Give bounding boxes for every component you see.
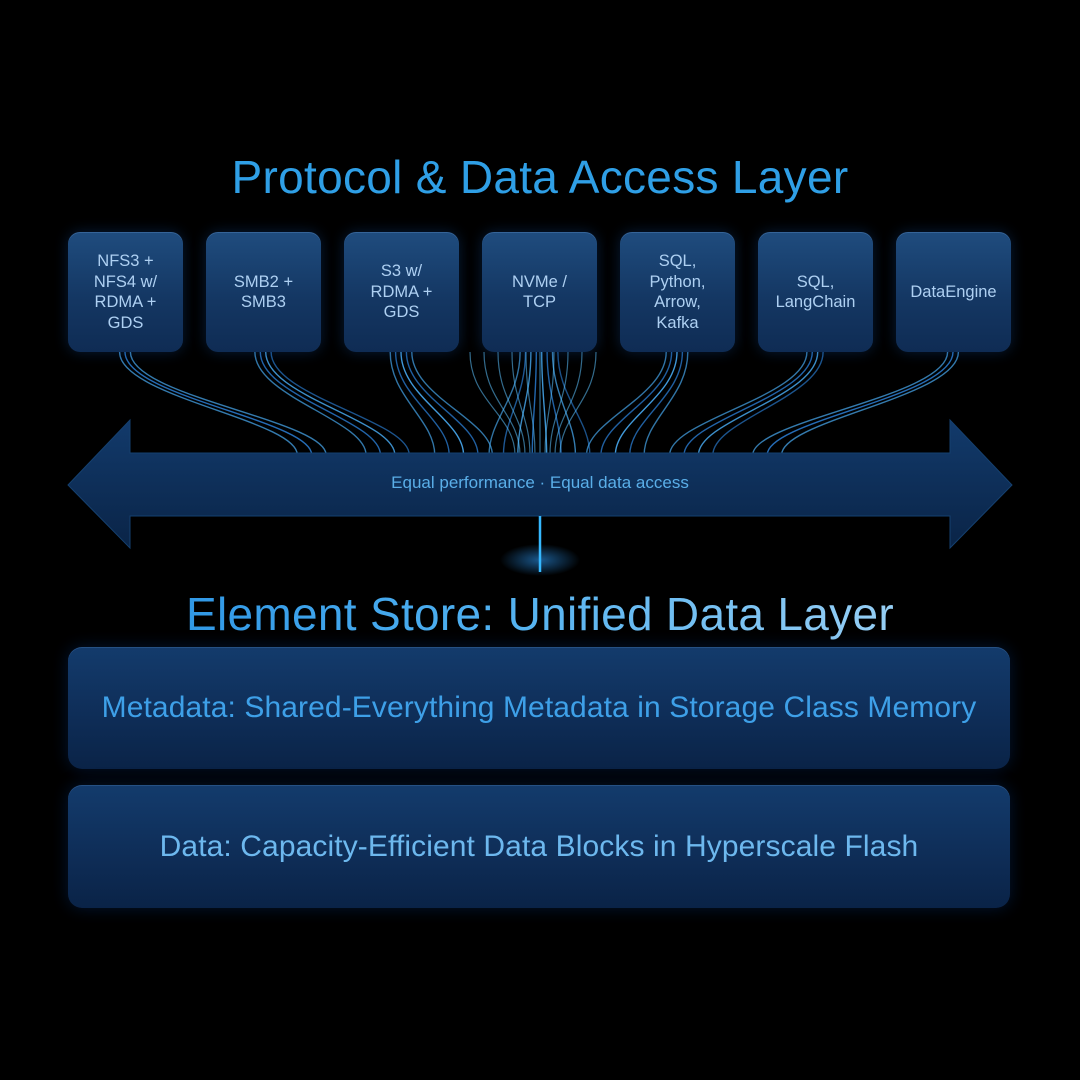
metadata-layer: Metadata: Shared-Everything Metadata in … <box>68 647 1010 769</box>
connection-line <box>469 351 516 456</box>
data-layer: Data: Capacity-Efficient Data Blocks in … <box>68 785 1010 908</box>
connection-line <box>124 351 313 456</box>
protocol-box-sql-python: SQL, Python, Arrow, Kafka <box>620 232 735 352</box>
connection-line <box>643 351 689 456</box>
connection-line <box>551 351 577 456</box>
connection-line <box>557 351 591 456</box>
unified-layer-title: Element Store: Unified Data Layer <box>0 587 1080 641</box>
connection-line <box>629 351 684 456</box>
protocol-box-smb: SMB2 + SMB3 <box>206 232 321 352</box>
protocol-box-dataengine: DataEngine <box>896 232 1011 352</box>
connection-line <box>254 351 367 456</box>
connection-line <box>265 351 396 456</box>
data-layer-label: Data: Capacity-Efficient Data Blocks in … <box>159 829 919 863</box>
connection-line <box>549 351 569 456</box>
connection-line <box>129 351 327 456</box>
protocol-label: SQL, Python, Arrow, Kafka <box>649 252 706 332</box>
connection-line <box>544 351 555 456</box>
connection-line <box>259 351 382 456</box>
connection-line <box>585 351 667 456</box>
protocol-layer-title: Protocol & Data Access Layer <box>231 151 849 203</box>
arrow-label: Equal performance · Equal data access <box>391 473 689 492</box>
connection-line <box>541 351 548 456</box>
connection-line <box>697 351 819 456</box>
protocol-label: SQL, LangChain <box>775 272 856 312</box>
connection-line <box>554 351 583 456</box>
connection-line <box>511 351 531 456</box>
connection-line <box>600 351 673 456</box>
protocol-label: SMB2 + SMB3 <box>233 272 294 312</box>
connector-glow <box>500 544 580 576</box>
metadata-layer-label: Metadata: Shared-Everything Metadata in … <box>101 691 977 724</box>
protocol-label: DataEngine <box>910 282 997 301</box>
connection-line <box>400 351 465 456</box>
connection-line <box>525 351 536 456</box>
connection-line <box>531 351 537 456</box>
protocol-label: NVMe / TCP <box>511 272 567 312</box>
connection-line <box>559 351 597 456</box>
connection-line <box>483 351 521 456</box>
connection-line <box>497 351 526 456</box>
connection-line <box>394 351 450 456</box>
connection-line <box>766 351 954 456</box>
connection-line <box>389 351 436 456</box>
connection-line <box>614 351 678 456</box>
protocol-box-nfs: NFS3 + NFS4 w/ RDMA + GDS <box>68 232 183 352</box>
connection-line <box>270 351 410 456</box>
connection-line <box>405 351 479 456</box>
connection-line <box>546 351 562 456</box>
protocol-boxes: NFS3 + NFS4 w/ RDMA + GDS SMB2 + SMB3 S3… <box>68 232 1011 352</box>
protocol-label: NFS3 + NFS4 w/ RDMA + GDS <box>93 252 158 332</box>
protocol-label: S3 w/ RDMA + GDS <box>370 262 433 322</box>
connection-line <box>712 351 824 456</box>
connection-line <box>683 351 813 456</box>
connection-line <box>517 351 532 456</box>
connection-line <box>118 351 299 456</box>
connection-line <box>411 351 494 456</box>
protocol-connection-lines <box>118 351 960 456</box>
protocol-box-s3: S3 w/ RDMA + GDS <box>344 232 459 352</box>
connection-line <box>488 351 521 456</box>
protocol-box-sql-langchain: SQL, LangChain <box>758 232 873 352</box>
connection-line <box>752 351 949 456</box>
connection-line <box>668 351 808 456</box>
connection-line <box>780 351 960 456</box>
connection-line <box>502 351 527 456</box>
protocol-box-nvme: NVMe / TCP <box>482 232 597 352</box>
